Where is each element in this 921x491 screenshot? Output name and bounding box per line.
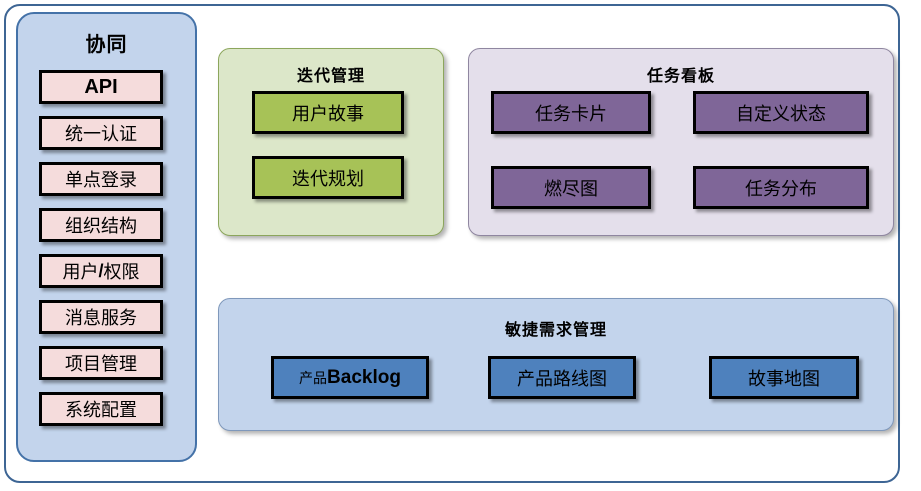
group-task-board-title: 任务看板 xyxy=(646,68,715,85)
sidebar-item-unified-auth[interactable]: 统一认证 xyxy=(39,116,163,150)
agile-item-story-map[interactable]: 故事地图 xyxy=(709,356,859,399)
group-iteration-title: 迭代管理 xyxy=(296,68,365,85)
taskboard-item-custom-status[interactable]: 自定义状态 xyxy=(693,91,869,134)
taskboard-item-task-card[interactable]: 任务卡片 xyxy=(491,91,651,134)
taskboard-item-task-distribution[interactable]: 任务分布 xyxy=(693,166,869,209)
group-agile-title: 敏捷需求管理 xyxy=(504,322,607,339)
agile-item-product-backlog-cjk: 产品 xyxy=(299,371,328,387)
sidebar-item-user-permission-suffix: 权限 xyxy=(103,262,140,282)
sidebar-item-project-management[interactable]: 项目管理 xyxy=(39,346,163,380)
taskboard-item-burndown-chart[interactable]: 燃尽图 xyxy=(491,166,651,209)
agile-item-product-backlog-latin: Backlog xyxy=(327,366,401,388)
group-collaboration[interactable]: 协同 API 统一认证 单点登录 组织结构 用户/权限 消息服务 项目管理 系统… xyxy=(16,12,197,462)
sidebar-item-user-permission[interactable]: 用户/权限 xyxy=(39,254,163,288)
iteration-item-iteration-plan[interactable]: 迭代规划 xyxy=(252,156,404,199)
sidebar-item-system-config[interactable]: 系统配置 xyxy=(39,392,163,426)
group-task-board[interactable]: 任务看板 任务卡片 自定义状态 燃尽图 任务分布 xyxy=(468,48,894,236)
agile-item-product-roadmap[interactable]: 产品路线图 xyxy=(488,356,636,399)
sidebar-item-user-permission-slash: / xyxy=(98,260,104,281)
sidebar-item-user-permission-prefix: 用户 xyxy=(62,262,99,282)
sidebar-item-org-structure[interactable]: 组织结构 xyxy=(39,208,163,242)
group-collaboration-title: 协同 xyxy=(85,34,128,56)
sidebar-item-api[interactable]: API xyxy=(39,70,163,104)
group-iteration-management[interactable]: 迭代管理 用户故事 迭代规划 xyxy=(218,48,444,236)
sidebar-item-message-service[interactable]: 消息服务 xyxy=(39,300,163,334)
iteration-item-user-story[interactable]: 用户故事 xyxy=(252,91,404,134)
sidebar-item-sso[interactable]: 单点登录 xyxy=(39,162,163,196)
